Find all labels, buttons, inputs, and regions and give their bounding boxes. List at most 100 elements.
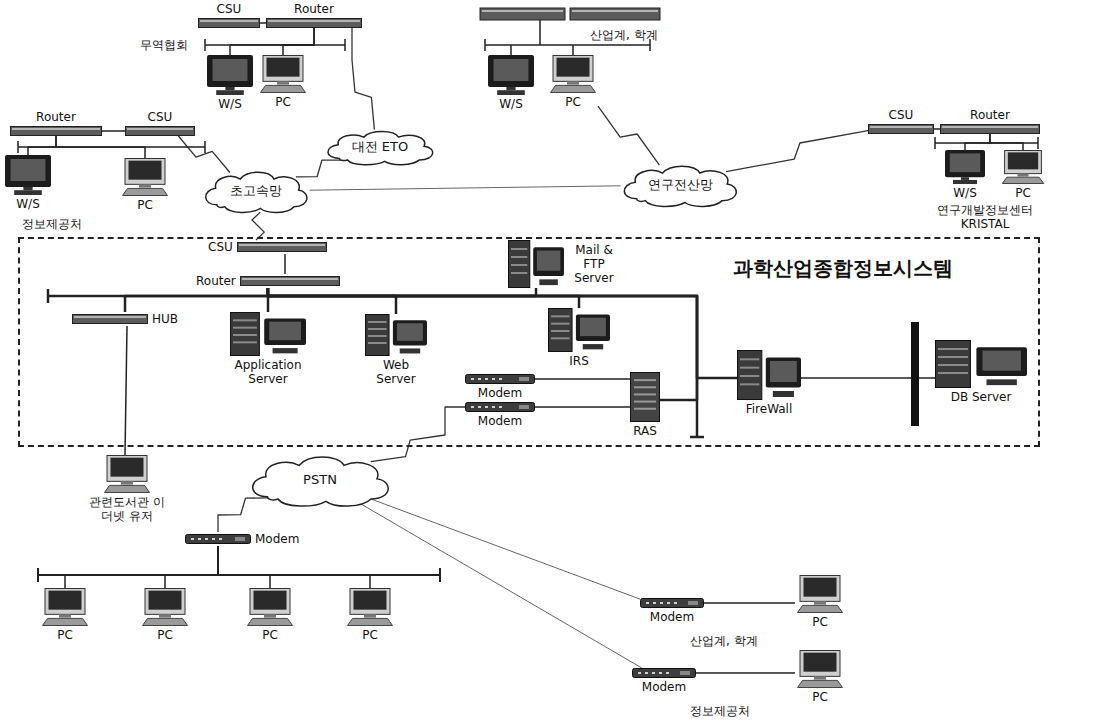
ethernet-link [535,406,630,408]
group-label-box: 무역협회 [140,38,188,52]
bar-icon [868,124,934,134]
modem: Modem [185,532,299,546]
pc-terminal: PC [40,588,90,642]
node-label: IRS [569,354,589,368]
router-box: Router [10,110,102,136]
node-label: W/S [218,97,242,111]
group-label: 산업계, 학계 [590,28,658,42]
group-label: 무역협회 [140,38,188,52]
node-label: CSU [148,110,173,124]
node-label: 관련도서관 이더넷 유저 [86,495,168,523]
ethernet-link [125,326,127,455]
node-label: CSU [217,2,242,16]
pc-terminal: PC [795,575,845,629]
ethernet-link [283,28,314,55]
ethernet-link [965,134,990,150]
node-label: PC [812,615,828,629]
node-label: Web Server [366,358,426,386]
pc-icon [345,588,395,626]
irs-server: IRS [548,308,610,368]
ethernet-link [934,128,940,130]
node-label: Router [196,274,236,288]
modem-icon [185,534,251,544]
serial-link [598,106,659,165]
workstation: W/S [945,150,985,200]
router-box: Router [266,2,362,28]
serial-link [726,131,868,172]
node-label: PC [362,628,378,642]
router-device [482,10,563,12]
router-box: Router [940,108,1040,134]
ethernet-bus [935,137,1038,149]
node-label: PC [1015,186,1031,200]
system-boundary: 과학산업종합정보시스템CSURouterMail & FTP ServerHUB… [18,237,1040,447]
cloud-label: 연구전산망 [648,178,713,192]
modem-icon [640,598,704,608]
ethernet-link [284,254,286,274]
tower-icon [630,372,660,422]
ethernet-link [535,378,630,380]
router-box: Router [196,274,340,288]
pc-terminal: PC [120,158,170,212]
group-label-box: 정보제공처 [690,704,750,718]
workstation: W/S [207,55,253,111]
server-icon [935,340,1027,388]
server-icon [548,308,610,352]
network-link [370,499,640,599]
group-label-box: 연구개발정보센터 KRISTAL [925,203,1045,231]
network-cloud: PSTN [245,452,395,508]
pc-icon [258,55,308,93]
node-label: Router [970,108,1010,122]
csu-device [572,10,658,12]
pc-icon [40,588,90,626]
node-label: Modem [650,610,694,624]
workstation: W/S [488,55,534,111]
ethernet-link [102,130,125,132]
pc-terminal: PC [345,588,395,642]
server-icon [737,350,801,400]
modem: Modem [632,668,696,694]
node-label: Modem [478,414,522,428]
bar-icon [72,314,148,324]
cloud-label: 초고속망 [230,184,282,198]
pc-terminal: 관련도서관 이더넷 유저 [86,455,168,523]
serial-link [252,212,264,240]
ras-server: RAS [630,372,660,438]
node-label: W/S [16,197,40,211]
network-cloud: 초고속망 [200,168,312,214]
node-label: Modem [255,532,299,546]
ethernet-link [230,28,314,55]
router-device [480,8,565,20]
node-label: PC [262,628,278,642]
serial-link [178,136,230,173]
node-label: PC [137,198,153,212]
server-icon [508,240,564,288]
node-label: HUB [152,312,178,326]
node-label: RAS [633,424,657,438]
bar-icon [10,126,102,136]
workstation: W/S [5,155,51,211]
mail-server: Mail & FTP Server [508,240,620,288]
pc-icon [795,575,845,613]
backbone-bar [911,322,919,426]
modem-icon [465,402,535,412]
group-label: 정보제공처 [690,704,750,718]
ethernet-link [268,288,737,378]
bar-icon [940,124,1040,134]
bar-icon [198,18,260,28]
node-label: PC [565,95,581,109]
ethernet-link [218,546,270,588]
network-cloud: 대전 ETO [322,128,438,166]
hub-box: HUB [72,312,178,326]
pc-icon [795,650,845,688]
ethernet-link [165,546,218,588]
group-label-box: 산업계, 학계 [690,634,758,648]
db-server: DB Server [935,340,1027,404]
node-label: W/S [953,186,977,200]
firewall: FireWall [737,350,801,416]
ethernet-link [268,288,396,314]
csu-box: CSU [125,110,195,136]
network-cloud: 연구전산망 [618,162,742,208]
ethernet-link [990,134,1023,150]
node-label: Router [294,2,334,16]
